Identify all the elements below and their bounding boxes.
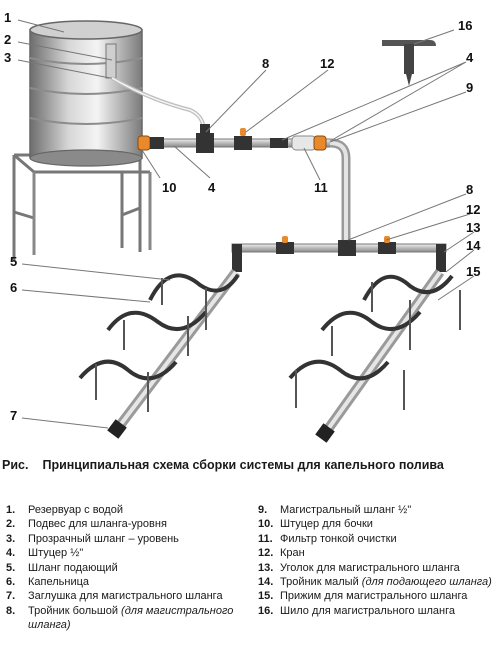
legend-right: 9.Магистральный шланг ½" 10.Штуцер для б…	[258, 503, 498, 618]
legend-item: 11.Фильтр тонкой очистки	[258, 532, 397, 545]
barrel-stand	[12, 153, 152, 260]
top-main-pipe	[137, 124, 351, 240]
legend-item: 8.Тройник большой (для магистрального шл…	[6, 604, 234, 632]
legend-item: 7.Заглушка для магистрального шланга	[6, 590, 223, 603]
caption-prefix: Рис.	[2, 458, 29, 472]
callout-label: 8	[262, 56, 269, 71]
lower-main-pipe	[231, 236, 447, 272]
legend-item: 14.Тройник малый (для подающего шланга)	[258, 576, 492, 589]
right-branch	[288, 269, 461, 443]
legend-item: 1.Резервуар с водой	[6, 504, 123, 516]
legend-item: 3.Прозрачный шланг – уровень	[6, 532, 179, 545]
water-barrel	[29, 20, 143, 167]
callout-label: 6	[10, 280, 17, 295]
legend-item: 15.Прижим для магистрального шланга	[258, 590, 468, 603]
callout-label: 4	[208, 180, 216, 195]
callout-label: 10	[162, 180, 176, 195]
callout-label: 12	[466, 202, 480, 217]
callout-label: 15	[466, 264, 480, 279]
callout-label: 11	[314, 180, 328, 195]
callout-label: 13	[466, 220, 480, 235]
callout-label: 1	[4, 10, 11, 25]
callout-label: 12	[320, 56, 334, 71]
legend-item: 2.Подвес для шланга-уровня	[6, 518, 167, 531]
callout-label: 5	[10, 254, 17, 269]
awl-tool	[382, 40, 436, 86]
legend-item: 13.Уголок для магистрального шланга	[258, 561, 460, 574]
irrigation-diagram: 1 2 3 8 12 16 4 9 10 4 11 8 12 13 14 5 6…	[4, 10, 481, 443]
legend-item: 6.Капельница	[6, 576, 90, 589]
callout-numbers: 1 2 3 8 12 16 4 9 10 4 11 8 12 13 14 5 6…	[4, 10, 481, 423]
legend-item: 4.Штуцер ½"	[6, 547, 84, 560]
left-branch	[78, 268, 240, 439]
caption-title: Принципиальная схема сборки системы для …	[42, 458, 444, 472]
callout-label: 16	[458, 18, 472, 33]
legend-item: 16.Шило для магистрального шланга	[258, 604, 456, 617]
legend-left: 1.Резервуар с водой 2.Подвес для шланга-…	[6, 503, 246, 633]
callout-label: 9	[466, 80, 473, 95]
callout-label: 14	[466, 238, 481, 253]
figure-caption: Рис. Принципиальная схема сборки системы …	[2, 458, 498, 472]
legend-item: 5.Шланг подающий	[6, 561, 118, 574]
legend-item: 12.Кран	[258, 547, 305, 560]
callout-label: 2	[4, 32, 11, 47]
callout-leaders	[17, 19, 475, 429]
callout-label: 4	[466, 50, 474, 65]
legend-item: 9.Магистральный шланг ½"	[258, 504, 412, 516]
legend-item: 10.Штуцер для бочки	[258, 518, 373, 531]
callout-label: 3	[4, 50, 11, 65]
callout-label: 7	[10, 408, 17, 423]
callout-label: 8	[466, 182, 473, 197]
